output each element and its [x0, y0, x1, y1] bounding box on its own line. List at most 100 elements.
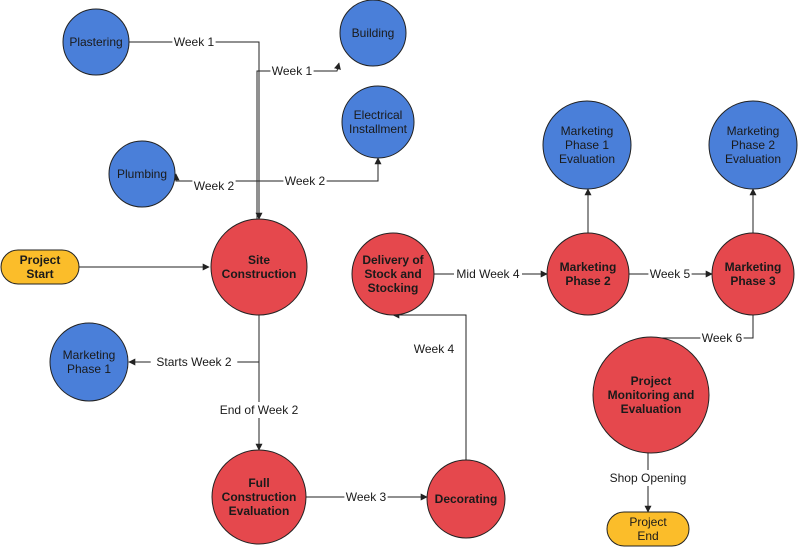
node-label-marketing-phase-1-evaluation: Phase 1: [565, 138, 609, 152]
node-shape-marketing-phase-2-evaluation: [708, 100, 798, 190]
edge-site-to-marketing-1: Starts Week 2: [128, 315, 260, 370]
node-label-decorating: Decorating: [435, 492, 498, 506]
node-label-electrical: Electrical: [354, 108, 403, 122]
edge-label-site-to-building: Week 1: [272, 64, 313, 78]
edge-full-eval-to-decorating: Week 3: [306, 489, 428, 505]
edge-label-bg: [607, 470, 689, 486]
node-label-marketing-phase-1-evaluation: Marketing: [561, 124, 614, 138]
node-label-delivery-of-stock: Stock and: [364, 267, 421, 281]
node-shape-project-start: [0, 249, 80, 285]
edge-label-site-to-electrical: Week 2: [285, 174, 326, 188]
node-shape-plumbing: [108, 140, 176, 208]
node-plumbing: Plumbing: [108, 140, 176, 208]
edge-site-to-building: Week 1: [256, 62, 341, 219]
node-label-electrical: Installment: [349, 122, 408, 136]
edge-label-bg: [412, 341, 456, 357]
edge-line-decorating-to-delivery: [392, 311, 467, 460]
edge-site-to-plumbing: Week 2: [172, 173, 259, 194]
node-building: Building: [339, 0, 407, 67]
edge-label-marketing-3-to-monitoring: Week 6: [702, 331, 743, 345]
edge-label-bg: [215, 402, 303, 418]
edge-label-bg: [344, 489, 388, 505]
node-shape-project-monitoring: [592, 336, 710, 454]
node-shape-building: [339, 0, 407, 67]
node-shape-project-end: [606, 511, 690, 547]
node-label-marketing-phase-2: Phase 2: [565, 274, 611, 288]
edge-monitoring-to-end: Shop Opening: [607, 453, 689, 513]
edge-label-bg: [648, 266, 692, 282]
edge-marketing-2-to-marketing-3: Week 5: [629, 266, 713, 282]
edge-site-to-full-eval: End of Week 2: [215, 315, 303, 451]
node-shape-marketing-phase-2: [546, 232, 630, 316]
edge-label-bg: [270, 63, 314, 79]
node-label-marketing-phase-3: Phase 3: [730, 274, 776, 288]
node-label-site-construction: Construction: [222, 267, 297, 281]
node-shape-plastering: [62, 8, 130, 76]
node-label-full-construction-evaluation: Evaluation: [229, 504, 290, 518]
edge-label-monitoring-to-end: Shop Opening: [610, 471, 687, 485]
edge-line-site-to-building: [256, 62, 341, 219]
node-label-marketing-phase-2-evaluation: Phase 2: [731, 138, 775, 152]
edge-label-decorating-to-delivery: Week 4: [414, 342, 455, 356]
edge-label-marketing-2-to-marketing-3: Week 5: [650, 267, 691, 281]
node-label-marketing-phase-1: Phase 1: [67, 362, 111, 376]
node-label-project-start: Project: [20, 253, 61, 267]
node-label-plumbing: Plumbing: [117, 167, 167, 181]
node-label-project-monitoring: Project: [631, 374, 672, 388]
node-label-marketing-phase-1: Marketing: [63, 348, 116, 362]
node-label-project-monitoring: Evaluation: [621, 402, 682, 416]
edge-label-full-eval-to-decorating: Week 3: [346, 490, 387, 504]
edge-label-bg: [172, 34, 216, 50]
edge-label-site-to-plumbing: Week 2: [194, 179, 235, 193]
node-decorating: Decorating: [426, 459, 506, 539]
edge-label-bg: [192, 178, 236, 194]
node-shape-site-construction: [210, 218, 308, 316]
node-label-delivery-of-stock: Delivery of: [362, 253, 424, 267]
edge-label-bg: [150, 354, 238, 370]
node-label-full-construction-evaluation: Construction: [222, 490, 297, 504]
node-plastering: Plastering: [62, 8, 130, 76]
node-shape-electrical: [341, 85, 415, 159]
node-label-project-monitoring: Monitoring and: [608, 388, 695, 402]
node-label-full-construction-evaluation: Full: [248, 476, 269, 490]
node-label-marketing-phase-2-evaluation: Evaluation: [725, 152, 781, 166]
edge-label-bg: [283, 173, 327, 189]
node-shape-marketing-phase-1: [49, 322, 129, 402]
edge-label-plastering-to-site: Week 1: [174, 35, 215, 49]
node-label-marketing-phase-2-evaluation: Marketing: [727, 124, 780, 138]
node-label-project-start: Start: [26, 267, 53, 281]
edge-delivery-to-marketing-2: Mid Week 4: [434, 266, 548, 282]
node-label-building: Building: [352, 26, 395, 40]
edge-site-to-electrical: Week 2: [259, 157, 382, 189]
node-shape-delivery-of-stock: [351, 232, 435, 316]
node-shape-decorating: [426, 459, 506, 539]
node-label-site-construction: Site: [248, 253, 270, 267]
edge-label-bg: [700, 330, 744, 346]
edge-line-plastering-to-site: [129, 41, 263, 220]
node-label-project-end: End: [637, 529, 658, 543]
edge-decorating-to-delivery: Week 4: [392, 311, 467, 460]
node-label-plastering: Plastering: [69, 35, 122, 49]
node-label-delivery-of-stock: Stocking: [368, 281, 419, 295]
node-label-marketing-phase-2: Marketing: [560, 260, 617, 274]
edge-label-site-to-full-eval: End of Week 2: [220, 403, 299, 417]
edge-label-delivery-to-marketing-2: Mid Week 4: [456, 267, 519, 281]
node-shape-full-construction-evaluation: [211, 449, 307, 545]
edge-label-site-to-marketing-1: Starts Week 2: [156, 355, 231, 369]
node-shape-marketing-phase-1-evaluation: [542, 100, 632, 190]
node-label-project-end: Project: [629, 515, 667, 529]
